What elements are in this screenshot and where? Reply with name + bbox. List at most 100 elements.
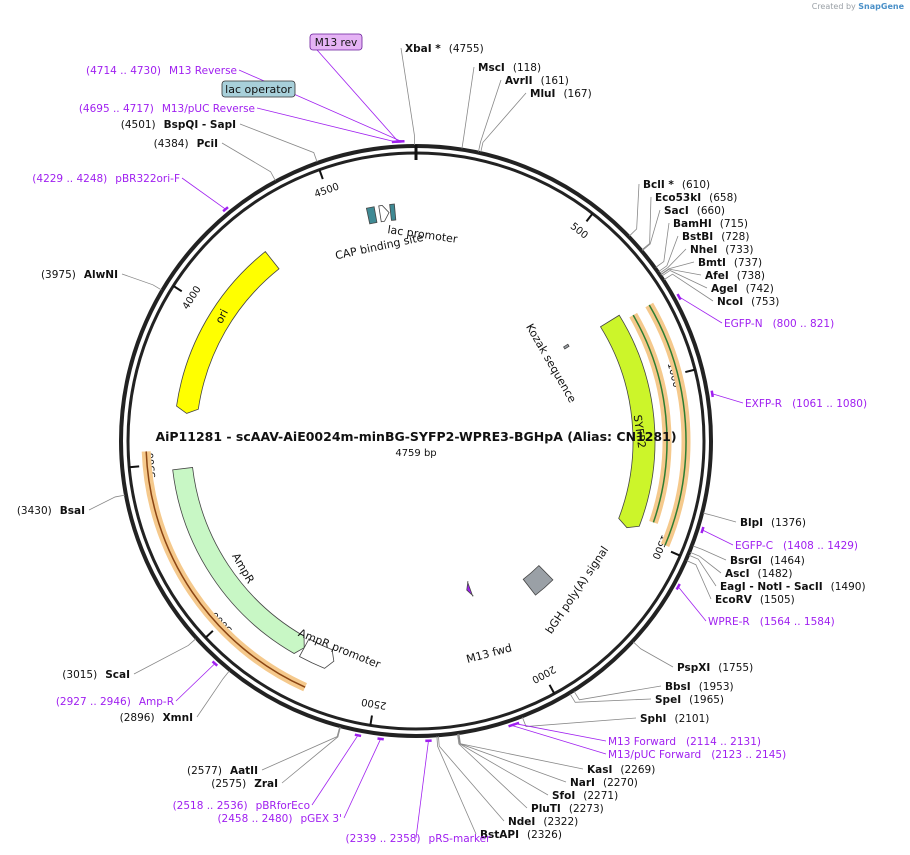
site-sfoi[interactable]: SfoI(2271) — [457, 733, 618, 802]
primer-egfp-n[interactable]: EGFP-N(800 .. 821) — [676, 293, 835, 330]
tick-label-2000: 2000 — [530, 663, 558, 685]
site-label: (4384)PciI — [154, 138, 218, 150]
primer-prs-marker[interactable]: (2339 .. 2358)pRS-marker — [346, 739, 492, 845]
syfp2-orf-line — [648, 304, 687, 546]
site-bsai[interactable]: (3430)BsaI — [17, 494, 126, 517]
site-nari[interactable]: NarI(2270) — [458, 733, 638, 789]
feature-syfp2[interactable] — [599, 314, 656, 529]
site-label: (3975)AlwNI — [41, 269, 118, 281]
primer-label: EGFP-N(800 .. 821) — [724, 318, 834, 330]
site-eco53ki[interactable]: Eco53kI(658) — [641, 192, 737, 251]
site-aatii[interactable]: (2577)AatII — [187, 726, 341, 777]
site-ecorv[interactable]: EcoRV(1505) — [686, 560, 795, 606]
ampr-orf-line — [145, 451, 306, 688]
primer-exfp-r[interactable]: EXFP-R(1061 .. 1080) — [710, 390, 867, 410]
site-msci[interactable]: MscI(118) — [461, 62, 541, 149]
primer-leader — [702, 529, 734, 546]
feature-lac-operator[interactable] — [389, 203, 397, 221]
primer-mark — [377, 737, 384, 741]
site-bstapi[interactable]: BstAPI(2326) — [436, 736, 562, 841]
site-agei[interactable]: AgeI(742) — [661, 270, 774, 295]
primer-mark — [676, 293, 682, 301]
credit-prefix: Created by — [811, 2, 856, 11]
site-pcii[interactable]: (4384)PciI — [154, 138, 276, 181]
site-sphi[interactable]: SphI(2101) — [522, 713, 709, 727]
site-label: AscI(1482) — [725, 568, 792, 580]
site-leader — [196, 670, 230, 718]
feature-bgh-polya[interactable] — [522, 565, 554, 596]
site-zrai[interactable]: (2575)ZraI — [211, 727, 341, 790]
site-bbsi[interactable]: BbsI(1953) — [573, 681, 734, 701]
site-xbai[interactable]: XbaI *(4755) — [400, 43, 484, 146]
feature-ori[interactable] — [176, 251, 280, 414]
primer-amp-r[interactable]: (2927 .. 2946)Amp-R — [56, 660, 219, 708]
primer-pbr322ori-f[interactable]: (4229 .. 4248)pBR322ori-F — [32, 173, 229, 213]
primer-box — [309, 33, 363, 51]
feature-label-m13-fwd: M13 fwd — [465, 641, 513, 666]
primer-pbrforeco[interactable]: (2518 .. 2536)pBRforEco — [173, 733, 362, 812]
lac-operator-callout-label: lac operator — [225, 83, 292, 96]
primer-m13-puc-reverse[interactable]: (4695 .. 4717)M13/pUC Reverse — [79, 103, 399, 144]
site-bamhi[interactable]: BamHI(715) — [655, 218, 748, 268]
site-leader — [658, 235, 679, 272]
site-label: PspXI(1755) — [677, 662, 753, 674]
site-pluti[interactable]: PluTI(2273) — [457, 734, 604, 815]
feature-cap-site[interactable] — [365, 206, 378, 225]
site-label: NdeI(2322) — [508, 816, 578, 828]
site-label: BstAPI(2326) — [480, 829, 562, 841]
primer-label: (4695 .. 4717)M13/pUC Reverse — [79, 103, 255, 115]
site-leader — [458, 733, 584, 770]
feature-kozak[interactable] — [563, 343, 570, 350]
site-bsrgi[interactable]: BsrGI(1464) — [692, 545, 805, 567]
site-scai[interactable]: (3015)ScaI — [62, 638, 197, 681]
site-label: (3015)ScaI — [62, 669, 130, 681]
feature-ampr-promoter[interactable] — [298, 638, 335, 669]
site-leader — [436, 736, 477, 835]
primer-label: M13 rev — [315, 37, 358, 49]
primer-wpre-r[interactable]: WPRE-R(1564 .. 1584) — [675, 583, 835, 628]
primer-leader — [309, 41, 399, 142]
site-asci[interactable]: AscI(1482) — [690, 552, 792, 580]
site-label: (2575)ZraI — [211, 778, 278, 790]
site-blpi[interactable]: BlpI(1376) — [702, 512, 806, 529]
primer-leader — [515, 723, 607, 742]
primer-label: M13/pUC Forward(2123 .. 2145) — [608, 749, 786, 761]
site-label: EagI - NotI - SacII(1490) — [720, 581, 866, 593]
site-leader — [692, 545, 727, 561]
primer-label: (2458 .. 2480)pGEX 3' — [217, 813, 342, 825]
primer-m13-puc-forward[interactable]: M13/pUC Forward(2123 .. 2145) — [508, 723, 787, 761]
site-alwni[interactable]: (3975)AlwNI — [41, 269, 162, 291]
site-afei[interactable]: AfeI(738) — [660, 268, 765, 282]
site-leader — [569, 693, 652, 703]
site-bcli[interactable]: BclI *(610) — [629, 179, 710, 237]
site-ndei[interactable]: NdeI(2322) — [438, 736, 578, 828]
site-bspqi-sapi[interactable]: (4501)BspQI - SapI — [121, 119, 318, 163]
site-xmni[interactable]: (2896)XmnI — [120, 670, 230, 724]
feature-m13-fwd[interactable] — [466, 581, 474, 597]
site-bmti[interactable]: BmtI(737) — [660, 257, 762, 275]
primer-label: (4714 .. 4730)M13 Reverse — [86, 65, 237, 77]
site-avrii[interactable]: AvrII(161) — [478, 75, 569, 152]
tick-3500 — [129, 465, 140, 469]
site-label: NheI(733) — [690, 244, 754, 256]
site-eagi-noti-sacii[interactable]: EagI - NotI - SacII(1490) — [688, 554, 866, 593]
site-label: BclI *(610) — [643, 179, 710, 191]
primer-mark — [354, 733, 362, 738]
site-label: BmtI(737) — [698, 257, 762, 269]
tick-1000 — [685, 368, 696, 374]
site-kasi[interactable]: KasI(2269) — [458, 733, 655, 776]
feature-ampr[interactable] — [172, 467, 305, 654]
primer-m13-forward[interactable]: M13 Forward(2114 .. 2131) — [512, 721, 761, 748]
site-mlui[interactable]: MluI(167) — [480, 88, 592, 153]
primer-pgex-3[interactable]: (2458 .. 2480)pGEX 3' — [217, 737, 384, 825]
site-spei[interactable]: SpeI(1965) — [569, 693, 724, 706]
site-ncoi[interactable]: NcoI(753) — [663, 273, 779, 308]
primer-mark — [508, 723, 515, 728]
primer-egfp-c[interactable]: EGFP-C(1408 .. 1429) — [700, 526, 859, 552]
site-nhei[interactable]: NheI(733) — [659, 244, 754, 274]
site-pspxi[interactable]: PspXI(1755) — [633, 641, 753, 674]
primer-m13-rev[interactable]: M13 rev — [309, 33, 402, 143]
site-saci[interactable]: SacI(660) — [642, 205, 726, 251]
feature-lac-promoter[interactable] — [378, 204, 390, 223]
site-bstbi[interactable]: BstBI(728) — [658, 231, 750, 272]
